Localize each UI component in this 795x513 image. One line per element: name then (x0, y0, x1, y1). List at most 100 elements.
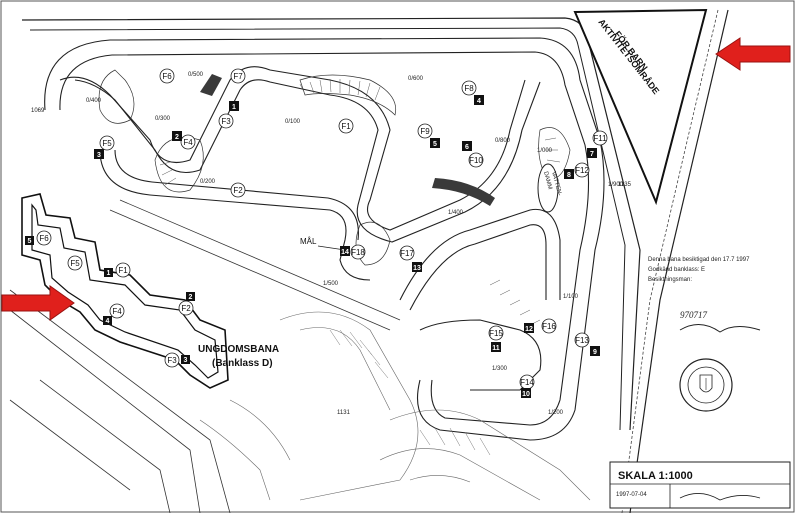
svg-text:F15: F15 (489, 329, 503, 338)
distance-markers: 0/500 0/400 0/300 0/200 0/100 0/600 0/80… (31, 72, 632, 416)
post-9: 9 (590, 346, 600, 356)
slope-area (199, 311, 591, 501)
svg-text:1/200: 1/200 (548, 410, 564, 416)
youth-post-2: 2 (186, 292, 195, 301)
post-11: 11 (491, 342, 501, 352)
svg-text:8: 8 (567, 172, 571, 179)
flag-f10: F10 (468, 152, 483, 168)
flag-f12: F12 (574, 162, 589, 178)
flag-markers: F1 F2 F3 F4 F5 F6 F7 F8 F9 F10 F11 F12 F… (99, 68, 608, 390)
flag-f16: F16 (541, 318, 556, 334)
svg-text:10: 10 (522, 391, 530, 398)
svg-text:F3: F3 (167, 356, 177, 365)
post-1: 1 (229, 101, 239, 111)
post-12: 12 (524, 323, 534, 333)
post-8: 8 (564, 169, 574, 179)
flag-f9: F9 (417, 123, 433, 139)
youth-flag-f2: F2 (178, 300, 194, 316)
svg-text:6: 6 (465, 144, 469, 151)
youth-flag-markers: F1 F2 F3 F4 F5 F6 (36, 230, 194, 368)
youth-flag-f6: F6 (36, 230, 52, 246)
svg-text:F9: F9 (420, 127, 430, 136)
flag-f17: F17 (399, 245, 414, 261)
youth-flag-f3: F3 (164, 352, 180, 368)
youth-post-5: 5 (25, 236, 34, 245)
svg-text:0/100: 0/100 (285, 119, 301, 125)
post-4: 4 (474, 95, 484, 105)
svg-text:3: 3 (184, 357, 188, 364)
arrow-youth-track (1, 285, 75, 321)
post-5: 5 (430, 138, 440, 148)
svg-text:F6: F6 (162, 72, 172, 81)
svg-text:F6: F6 (39, 234, 49, 243)
flag-f3: F3 (218, 113, 234, 129)
youth-flag-f4: F4 (109, 303, 125, 319)
flag-f6: F6 (159, 68, 175, 84)
post-6: 6 (462, 141, 472, 151)
post-markers: 1 2 3 4 5 6 7 8 9 10 11 12 13 14 (94, 95, 600, 398)
scale-label: SKALA 1:1000 (618, 470, 693, 482)
post-14: 14 (340, 246, 350, 256)
title-block: SKALA 1:1000 1997-07-04 (609, 461, 791, 509)
svg-text:1069: 1069 (31, 108, 45, 114)
svg-text:DAMM: DAMM (542, 171, 553, 190)
post-10: 10 (521, 388, 531, 398)
youth-track-class: (Banklass D) (212, 358, 273, 369)
svg-text:4: 4 (477, 98, 481, 105)
title-signature (679, 493, 761, 501)
svg-text:5: 5 (28, 238, 32, 245)
svg-text:0/300: 0/300 (155, 116, 171, 122)
slope-lines (329, 329, 491, 456)
svg-text:0/400: 0/400 (86, 98, 102, 104)
post-7: 7 (587, 148, 597, 158)
flag-f7: F7 (230, 68, 246, 84)
svg-text:2: 2 (175, 134, 179, 141)
road-line (629, 9, 729, 513)
svg-text:1/500: 1/500 (323, 281, 339, 287)
youth-track-title: UNGDOMSBANA (198, 344, 279, 355)
svg-text:0/800: 0/800 (495, 138, 511, 144)
flag-f14: F14 (519, 374, 534, 390)
svg-text:1/300: 1/300 (492, 366, 508, 372)
svg-text:F5: F5 (70, 259, 80, 268)
svg-text:F4: F4 (112, 307, 122, 316)
svg-text:MÅL: MÅL (300, 237, 317, 246)
svg-text:5: 5 (433, 141, 437, 148)
svg-text:970717: 970717 (680, 310, 708, 320)
svg-text:Denna bana besiktigad den 17.7: Denna bana besiktigad den 17.7 1997 (648, 257, 750, 263)
dark-strip (200, 74, 222, 96)
flag-f15: F15 (488, 325, 503, 341)
svg-text:F1: F1 (118, 266, 128, 275)
svg-text:12: 12 (525, 326, 533, 333)
flag-f1: F1 (338, 118, 354, 134)
inspection-note: Denna bana besiktigad den 17.7 1997 Godk… (648, 257, 761, 333)
signature-mark (679, 324, 761, 333)
youth-post-4: 4 (103, 316, 112, 325)
svg-text:F14: F14 (520, 378, 534, 387)
road-line-edge (621, 9, 719, 513)
svg-text:F16: F16 (542, 322, 556, 331)
svg-text:1/400: 1/400 (448, 210, 464, 216)
svg-text:7: 7 (590, 151, 594, 158)
svg-text:11: 11 (492, 345, 500, 352)
post-2: 2 (172, 131, 182, 141)
youth-flag-f1: F1 (115, 262, 131, 278)
svg-text:1135: 1135 (618, 182, 632, 188)
svg-text:F1: F1 (341, 122, 351, 131)
boundary-line-inner (29, 27, 626, 431)
youth-post-3: 3 (181, 355, 190, 364)
water-pond: VATTEN- DAMM (537, 163, 562, 213)
svg-text:14: 14 (341, 249, 349, 256)
svg-text:F8: F8 (464, 84, 474, 93)
svg-text:2: 2 (189, 294, 193, 301)
youth-flag-f5: F5 (67, 255, 83, 271)
svg-text:4: 4 (106, 318, 110, 325)
dark-strip (432, 178, 495, 206)
flag-f18: F18 (350, 244, 365, 260)
svg-text:F2: F2 (181, 304, 191, 313)
svg-text:F7: F7 (233, 72, 243, 81)
svg-text:3: 3 (97, 152, 101, 159)
flag-f13: F13 (574, 332, 589, 348)
svg-text:Besiktningsman:: Besiktningsman: (648, 277, 692, 283)
